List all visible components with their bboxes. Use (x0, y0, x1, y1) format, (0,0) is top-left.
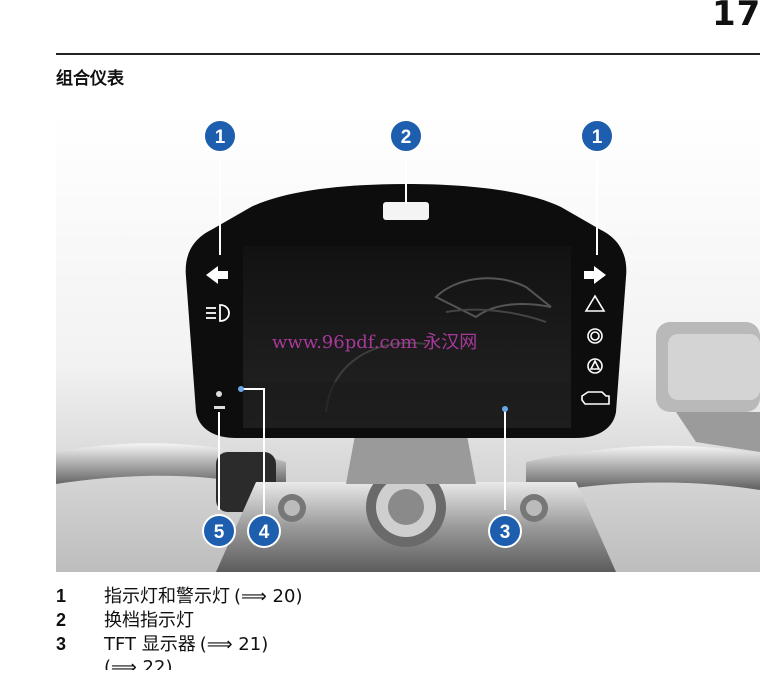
abs-icon (587, 328, 603, 344)
callout-1-right: 1 (580, 119, 614, 153)
legend-item-partial: (⟹ 22) (56, 656, 302, 670)
callout-2: 2 (389, 119, 423, 153)
legend-item: 3 TFT 显示器 (⟹ 21) (56, 632, 302, 656)
svg-text:5: 5 (214, 522, 225, 543)
legend-item: 1 指示灯和警示灯 (⟹ 20) (56, 584, 302, 608)
cluster-mount (346, 430, 476, 484)
legend-item: 2 换档指示灯 (56, 608, 302, 632)
legend-number: 1 (56, 586, 67, 606)
warning-triangle-icon (584, 294, 606, 312)
legend-number: 2 (56, 610, 67, 630)
svg-text:4: 4 (259, 522, 270, 543)
callout-4: 4 (247, 514, 281, 548)
header-rule (56, 53, 760, 55)
svg-text:1: 1 (215, 127, 226, 148)
callout-3: 3 (488, 514, 522, 548)
turn-left-arrow-icon (206, 266, 228, 284)
legend-list: 1 指示灯和警示灯 (⟹ 20) 2 换档指示灯 3 TFT 显示器 (⟹ 21… (56, 584, 302, 670)
section-title: 组合仪表 (56, 69, 124, 89)
headlight-icon (206, 304, 230, 322)
instrument-cluster-figure: www.96pdf.com 永汉网 1 2 1 3 (56, 112, 760, 572)
page-reference[interactable]: (⟹ 21) (199, 634, 269, 655)
page-number: 17 (712, 0, 762, 34)
svg-text:1: 1 (592, 127, 603, 148)
svg-text:2: 2 (401, 127, 412, 148)
legend-number: 3 (56, 634, 67, 654)
engine-check-icon (581, 391, 610, 405)
legend-text: 换档指示灯 (104, 610, 194, 631)
indicator-dash (214, 406, 225, 409)
callout-5: 5 (202, 514, 236, 548)
turn-right-arrow-icon (584, 266, 606, 284)
callout-1-left: 1 (203, 119, 237, 153)
svg-text:3: 3 (500, 522, 511, 543)
traction-control-icon (587, 358, 603, 374)
instrument-cluster-illustration: www.96pdf.com 永汉网 1 2 1 3 (56, 112, 760, 572)
watermark: www.96pdf.com 永汉网 (272, 332, 477, 353)
handlebar-right (526, 445, 760, 496)
indicator-dot (216, 391, 222, 397)
legend-text: 指示灯和警示灯 (104, 586, 230, 607)
page-reference[interactable]: (⟹ 22) (104, 657, 173, 670)
legend-text: TFT 显示器 (104, 634, 196, 655)
page-reference[interactable]: (⟹ 20) (234, 586, 303, 607)
shift-light (383, 202, 429, 220)
